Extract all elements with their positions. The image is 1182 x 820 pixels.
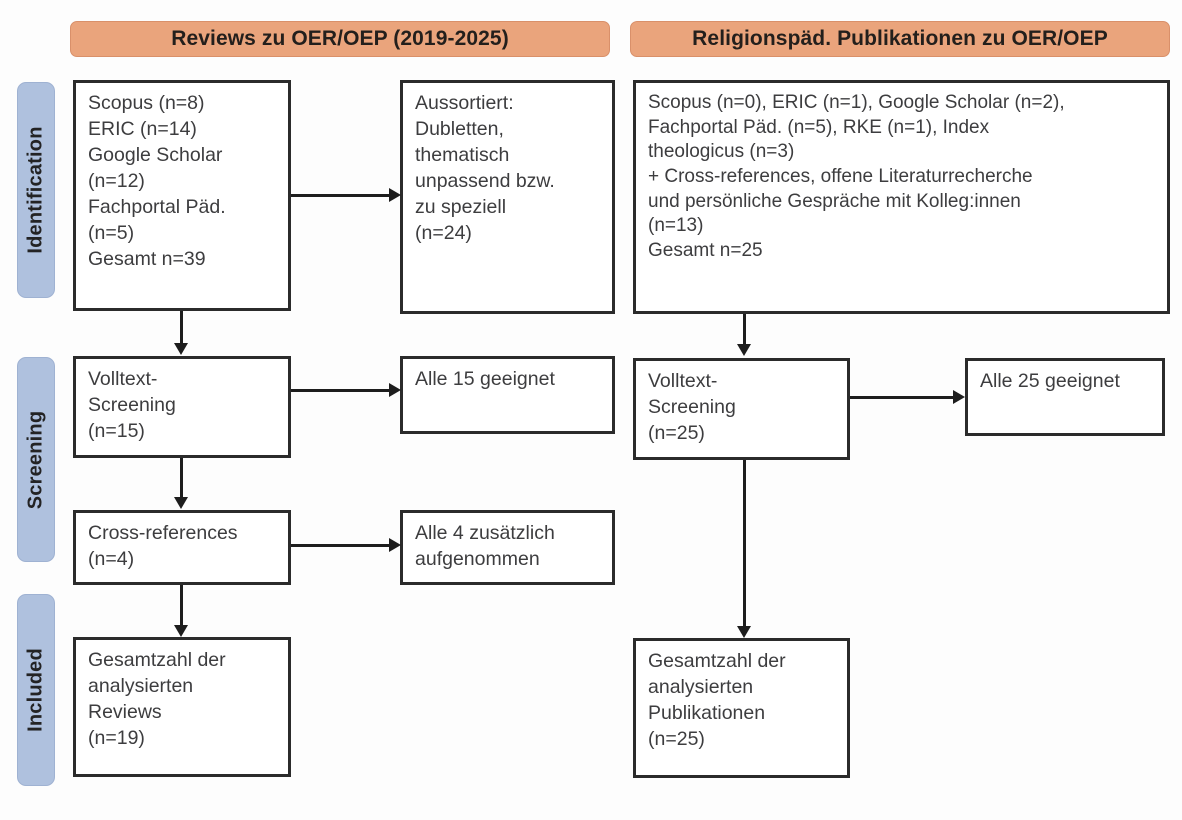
stage-label-screening: Screening [24,410,47,509]
column-header-left: Reviews zu OER/OEP (2019-2025) [70,21,610,57]
connector-left-identification-to-excluded [291,194,391,197]
arrowhead-right-screening-to-result [953,390,965,404]
text-line: Alle 25 geeignet [980,370,1120,392]
box-left-fulltext-screening: Volltext- Screening (n=15) [73,356,291,458]
text-line: Fachportal Päd. [88,195,226,218]
connector-left-screening-to-crossrefs [180,458,183,499]
text-line: Gesamt n=39 [88,247,206,270]
text-line: Cross-references [88,522,238,544]
text-line: (n=13) [648,215,704,237]
connector-right-screening-to-result [850,396,956,399]
column-header-right: Religionspäd. Publikationen zu OER/OEP [630,21,1170,57]
connector-left-screening-to-result [291,389,391,392]
box-left-excluded: Aussortiert: Dubletten, thematisch unpas… [400,80,615,314]
text-line: und persönliche Gespräche mit Kolleg:inn… [648,190,1021,212]
connector-left-crossrefs-to-included [180,585,183,627]
text-line: + Cross-references, offene Literaturrech… [648,166,1033,188]
stage-label-identification: Identification [24,126,47,254]
arrowhead-left-screening-to-result [389,383,401,397]
stage-pill-screening: Screening [17,357,55,562]
text-line: unpassend bzw. [415,169,555,192]
arrowhead-right-screening-to-included [737,626,751,638]
text-line: Scopus (n=8) [88,92,205,114]
text-line: Gesamtzahl der [648,650,786,672]
text-line: thematisch [415,143,510,166]
text-line: Gesamt n=25 [648,240,763,262]
text-line: (n=25) [648,727,705,750]
arrowhead-left-crossrefs-to-included [174,625,188,637]
box-right-fulltext-screening: Volltext- Screening (n=25) [633,358,850,460]
text-line: Volltext- [648,370,718,392]
text-line: Scopus (n=0), ERIC (n=1), Google Scholar… [648,92,1065,113]
connector-right-screening-to-included [743,460,746,628]
text-line: Screening [648,395,736,418]
text-line: analysierten [88,674,194,697]
arrowhead-left-screening-to-crossrefs [174,497,188,509]
box-left-identification-sources: Scopus (n=8) ERIC (n=14) Google Scholar … [73,80,291,311]
text-line: (n=12) [88,169,145,192]
arrowhead-left-identification-to-excluded [389,188,401,202]
text-line: (n=24) [415,221,472,244]
text-line: ERIC (n=14) [88,117,197,140]
text-line: Alle 15 geeignet [415,368,555,390]
connector-left-crossrefs-to-result [291,544,391,547]
box-left-cross-references-result: Alle 4 zusätzlich aufgenommen [400,510,615,585]
arrowhead-left-crossrefs-to-result [389,538,401,552]
text-line: (n=4) [88,547,135,570]
text-line: Publikationen [648,701,766,724]
stage-label-included: Included [24,648,47,732]
text-line: Fachportal Päd. (n=5), RKE (n=1), Index [648,116,990,138]
text-line: (n=15) [88,419,145,442]
box-right-fulltext-result: Alle 25 geeignet [965,358,1165,436]
stage-pill-identification: Identification [17,82,55,298]
text-line: (n=5) [88,221,135,244]
box-right-identification-sources: Scopus (n=0), ERIC (n=1), Google Scholar… [633,80,1170,314]
arrowhead-right-identification-to-screening [737,344,751,356]
text-line: Gesamtzahl der [88,649,226,671]
box-left-included-total: Gesamtzahl der analysierten Reviews (n=1… [73,637,291,777]
connector-right-identification-to-screening [743,314,746,346]
text-line: Dubletten, [415,117,504,140]
text-line: (n=25) [648,421,705,444]
text-line: Alle 4 zusätzlich [415,522,555,544]
text-line: Reviews [88,700,162,723]
text-line: theologicus (n=3) [648,141,795,163]
text-line: analysierten [648,675,754,698]
text-line: (n=19) [88,726,145,749]
text-line: zu speziell [415,195,507,218]
stage-pill-included: Included [17,594,55,786]
text-line: Google Scholar [88,143,223,166]
text-line: Volltext- [88,368,158,390]
text-line: Aussortiert: [415,92,514,114]
text-line: Screening [88,393,176,416]
box-left-fulltext-result: Alle 15 geeignet [400,356,615,434]
box-left-cross-references: Cross-references (n=4) [73,510,291,585]
box-right-included-total: Gesamtzahl der analysierten Publikatione… [633,638,850,778]
connector-left-identification-to-screening [180,311,183,345]
arrowhead-left-identification-to-screening [174,343,188,355]
text-line: aufgenommen [415,547,540,570]
